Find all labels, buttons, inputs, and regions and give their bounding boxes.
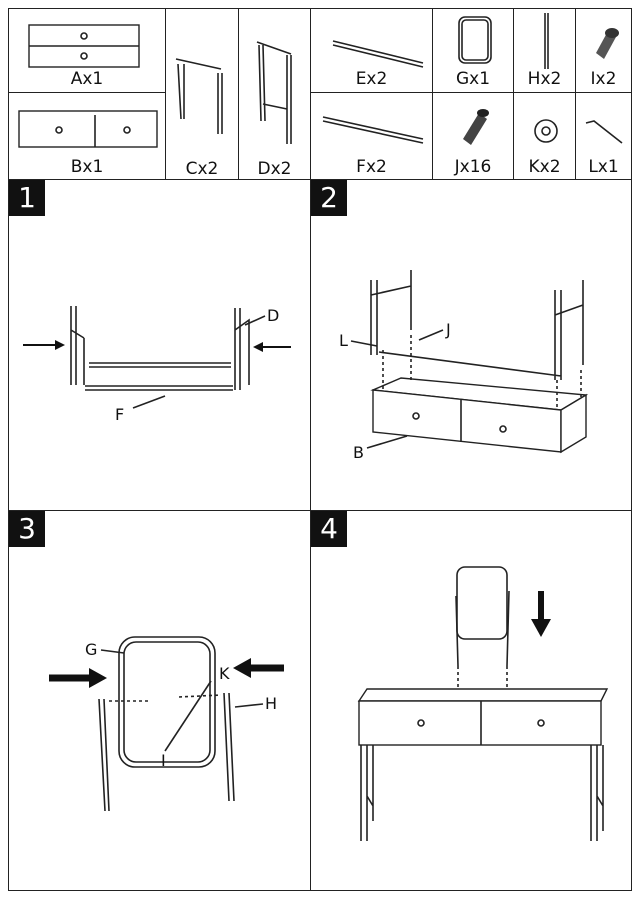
- step-number: 4: [311, 511, 347, 547]
- part-label: Lx1: [588, 157, 619, 177]
- step-2-diagram: L J B: [339, 270, 589, 462]
- step-1: 1 D F: [8, 179, 311, 511]
- callout-f: F: [115, 405, 124, 424]
- part-label: Fx2: [356, 157, 387, 177]
- step-3: 3 G K I H: [8, 510, 311, 891]
- part-g: Gx1: [432, 8, 514, 93]
- part-c: Cx2: [165, 8, 239, 180]
- part-e: Ex2: [310, 8, 433, 93]
- bolt-icon: [463, 109, 489, 145]
- part-i: Ix2: [575, 8, 632, 93]
- part-k: Kx2: [513, 92, 576, 180]
- screw-icon: [596, 28, 619, 59]
- part-label: Kx2: [528, 157, 561, 177]
- allen-key-icon: [585, 120, 623, 144]
- callout-d: D: [267, 306, 279, 325]
- callout-g: G: [85, 640, 97, 659]
- callout-j: J: [445, 320, 451, 339]
- part-label: Gx1: [455, 69, 491, 89]
- part-label: Dx2: [257, 159, 292, 179]
- part-label: Hx2: [527, 69, 562, 89]
- step-2: 2 L J B: [310, 179, 632, 511]
- part-j: Jx16: [432, 92, 514, 180]
- part-d: Dx2: [238, 8, 311, 180]
- step-1-diagram: D F: [23, 306, 291, 424]
- rod-icon: [322, 116, 424, 144]
- step-4-diagram: [357, 566, 609, 841]
- callout-h: H: [265, 694, 277, 713]
- callout-b: B: [353, 443, 364, 462]
- part-label: Bx1: [70, 157, 104, 177]
- leg-frame-icon: [175, 58, 223, 134]
- part-b: Bx1: [8, 92, 166, 180]
- drawer-unit-icon: [18, 110, 158, 148]
- rod-icon: [332, 40, 424, 68]
- step-number: 1: [9, 180, 45, 216]
- step-4: 4: [310, 510, 632, 891]
- mirror-frame-icon: [458, 16, 492, 64]
- part-a: Ax1: [8, 8, 166, 93]
- part-label: Jx16: [454, 157, 492, 177]
- step-number: 3: [9, 511, 45, 547]
- callout-k: K: [219, 664, 230, 683]
- part-label: Ax1: [70, 69, 104, 89]
- part-label: Ex2: [355, 69, 388, 89]
- part-label: Ix2: [590, 69, 617, 89]
- part-l: Lx1: [575, 92, 632, 180]
- callout-l: L: [339, 331, 348, 350]
- step-number: 2: [311, 180, 347, 216]
- part-f: Fx2: [310, 92, 433, 180]
- drawer-box-icon: [28, 24, 140, 68]
- part-label: Cx2: [185, 159, 219, 179]
- part-h: Hx2: [513, 8, 576, 93]
- step-3-diagram: G K I H: [49, 636, 284, 812]
- washer-icon: [534, 119, 558, 143]
- callout-i: I: [161, 751, 166, 770]
- leg-frame-icon: [256, 41, 292, 144]
- pin-icon: [544, 13, 549, 69]
